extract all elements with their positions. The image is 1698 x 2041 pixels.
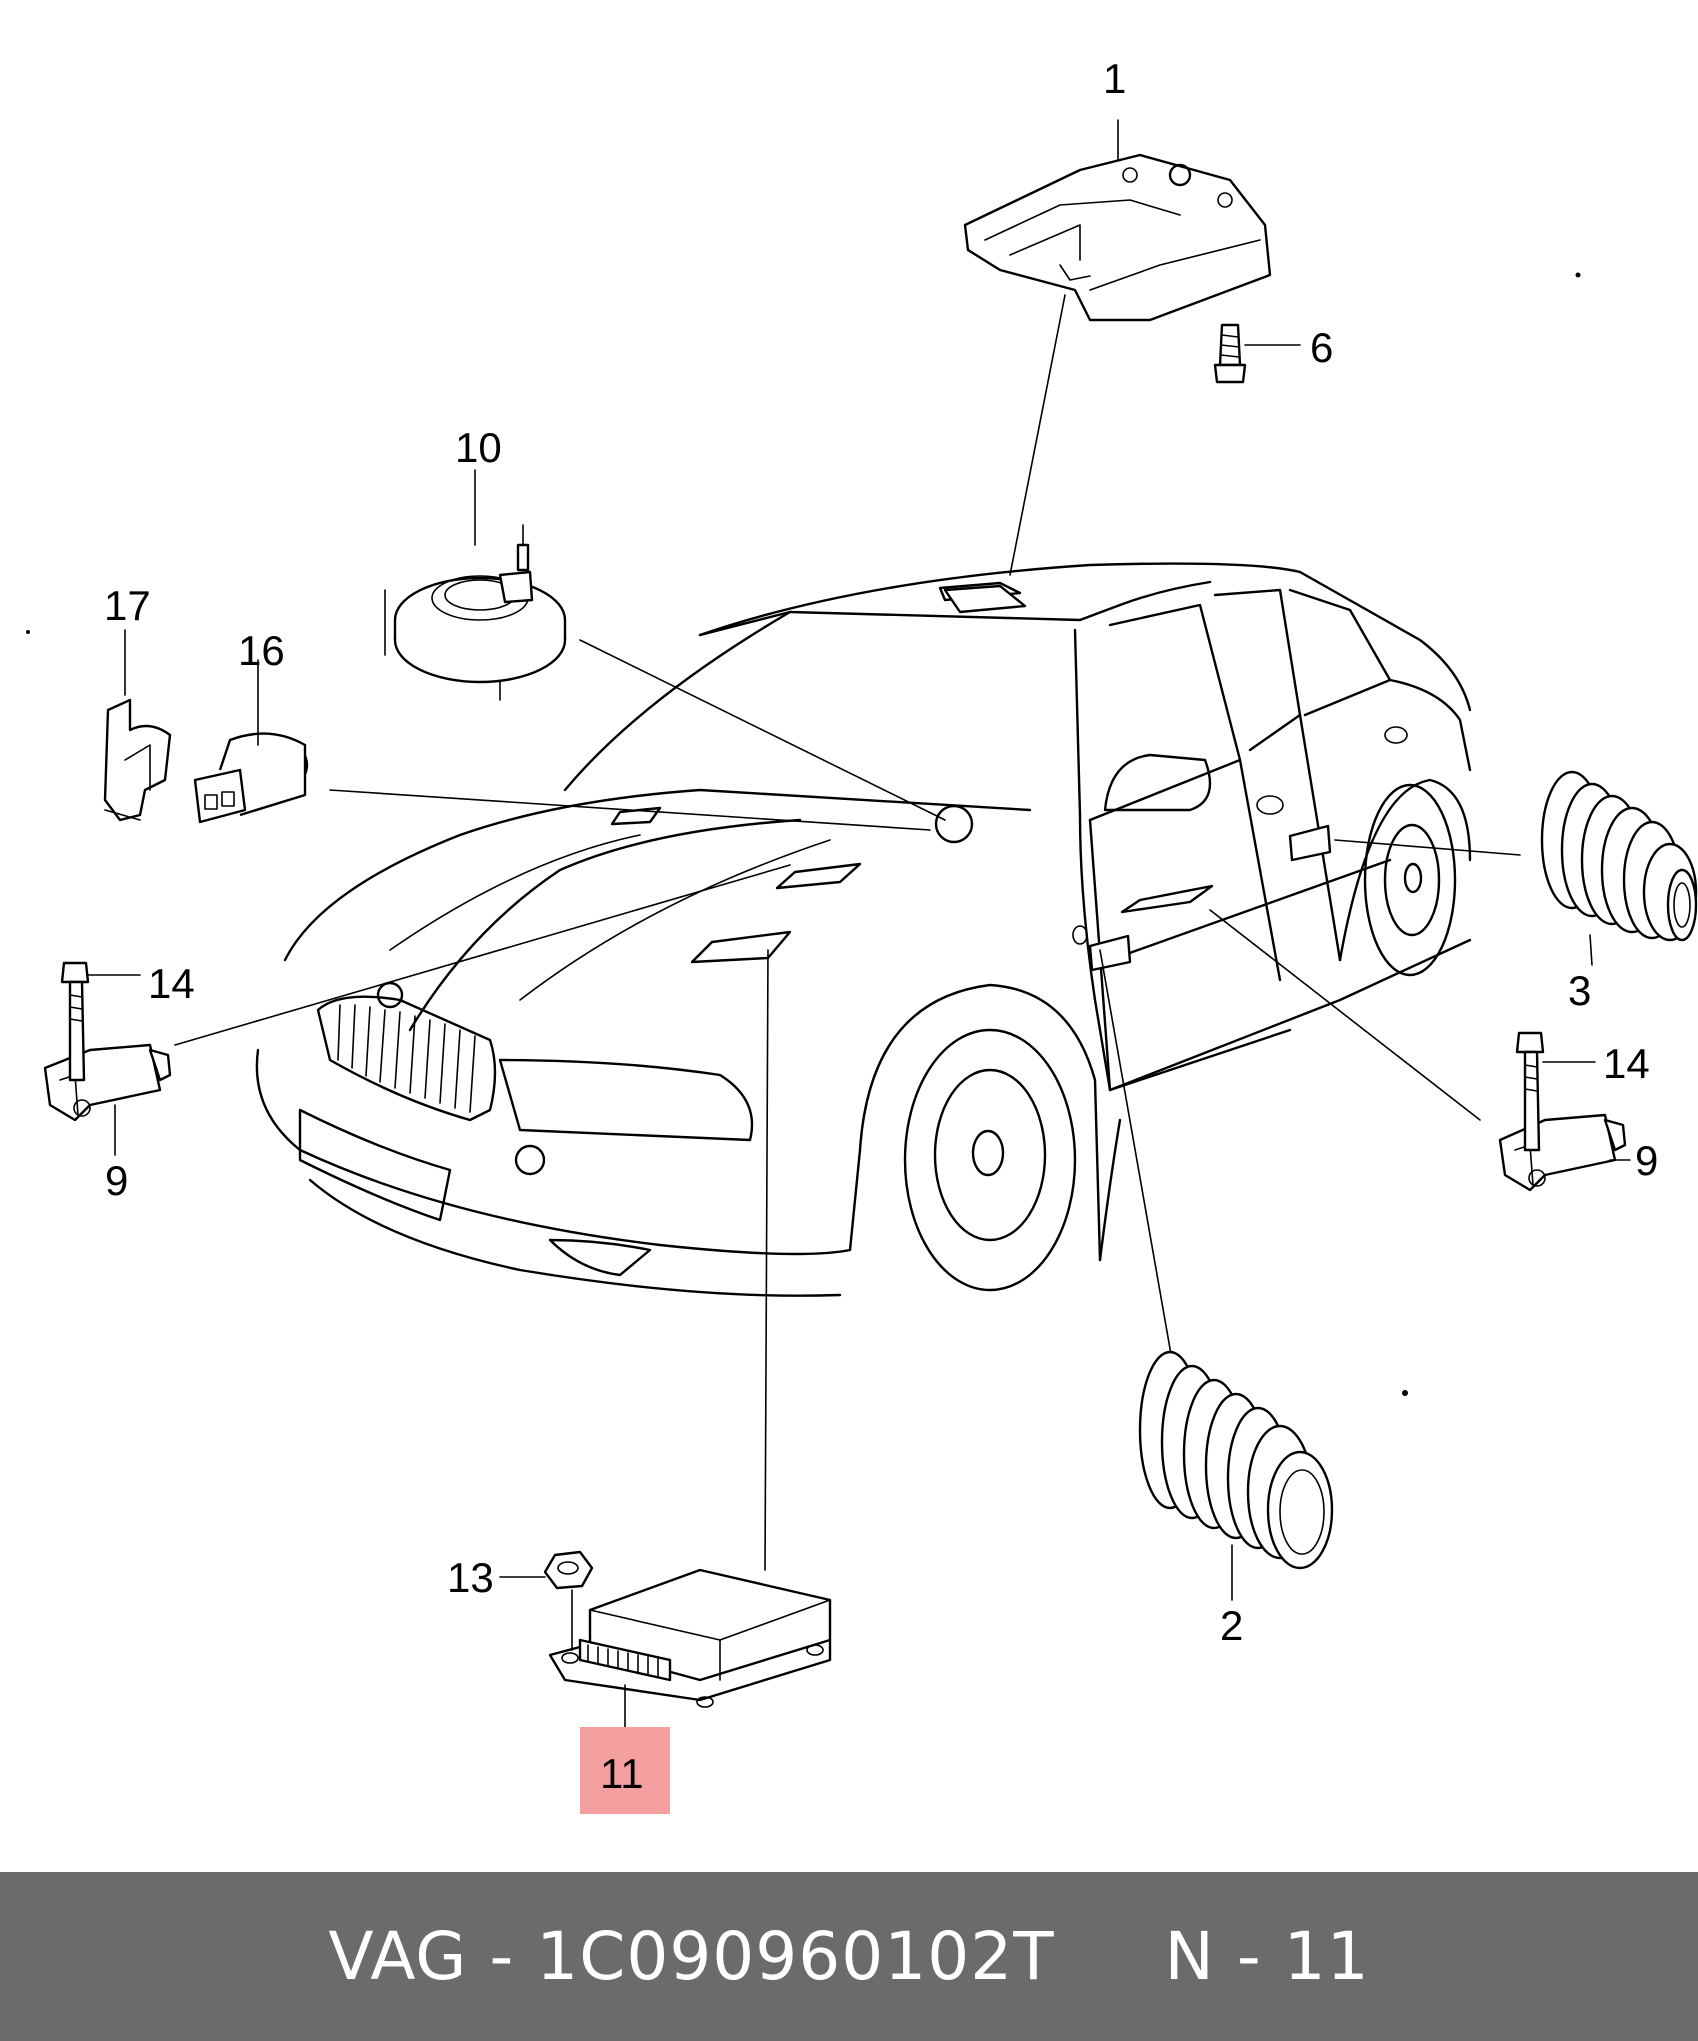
callout-10: 10 — [455, 424, 502, 471]
part-14-left-bolt — [60, 961, 141, 1082]
callout-13: 13 — [447, 1554, 494, 1601]
callout-17: 17 — [104, 582, 151, 629]
callout-2: 2 — [1220, 1602, 1243, 1649]
part-13-nut — [499, 1550, 594, 1651]
part-6-screw — [1213, 323, 1301, 384]
callout-14-right: 14 — [1603, 1040, 1650, 1087]
callout-9-left: 9 — [105, 1157, 128, 1204]
part-2-bellows — [1138, 1350, 1334, 1601]
footer-bar: VAG - 1C090960102T N - 11 — [0, 1872, 1698, 2041]
footer-part-number: 1C090960102T — [536, 1918, 1055, 1995]
part-9-left-sensor — [43, 1043, 172, 1156]
part-17-bracket — [103, 629, 172, 822]
part-9-right-sensor — [1498, 1113, 1631, 1192]
callout-3: 3 — [1568, 967, 1591, 1014]
callout-11: 11 — [600, 1750, 644, 1797]
footer-brand: VAG — [328, 1918, 468, 1995]
callout-16: 16 — [238, 627, 285, 674]
callout-6: 6 — [1310, 324, 1333, 371]
callout-1: 1 — [1103, 55, 1126, 102]
leader-lines — [174, 294, 1521, 1571]
highlight-box-11 — [580, 1727, 670, 1814]
part-10-clock-spring — [384, 469, 567, 701]
part-16-switch — [193, 659, 309, 824]
callout-14-left: 14 — [148, 960, 195, 1007]
part-11-control-unit — [548, 1568, 832, 1729]
callout-9-right: 9 — [1635, 1137, 1658, 1184]
part-3-bellows — [1540, 770, 1698, 966]
footer-position-label: N - 11 — [1164, 1918, 1370, 1995]
parts-diagram: 1 6 10 17 16 14 9 3 14 9 2 13 11 — [26, 55, 1698, 1814]
part-14-right-bolt — [1515, 1031, 1596, 1152]
car-outline — [255, 562, 1472, 1297]
part-1-overhead-module — [963, 119, 1272, 322]
footer-caption: VAG - 1C090960102T N - 11 — [328, 1918, 1369, 1995]
footer-separator: - — [489, 1918, 515, 1995]
